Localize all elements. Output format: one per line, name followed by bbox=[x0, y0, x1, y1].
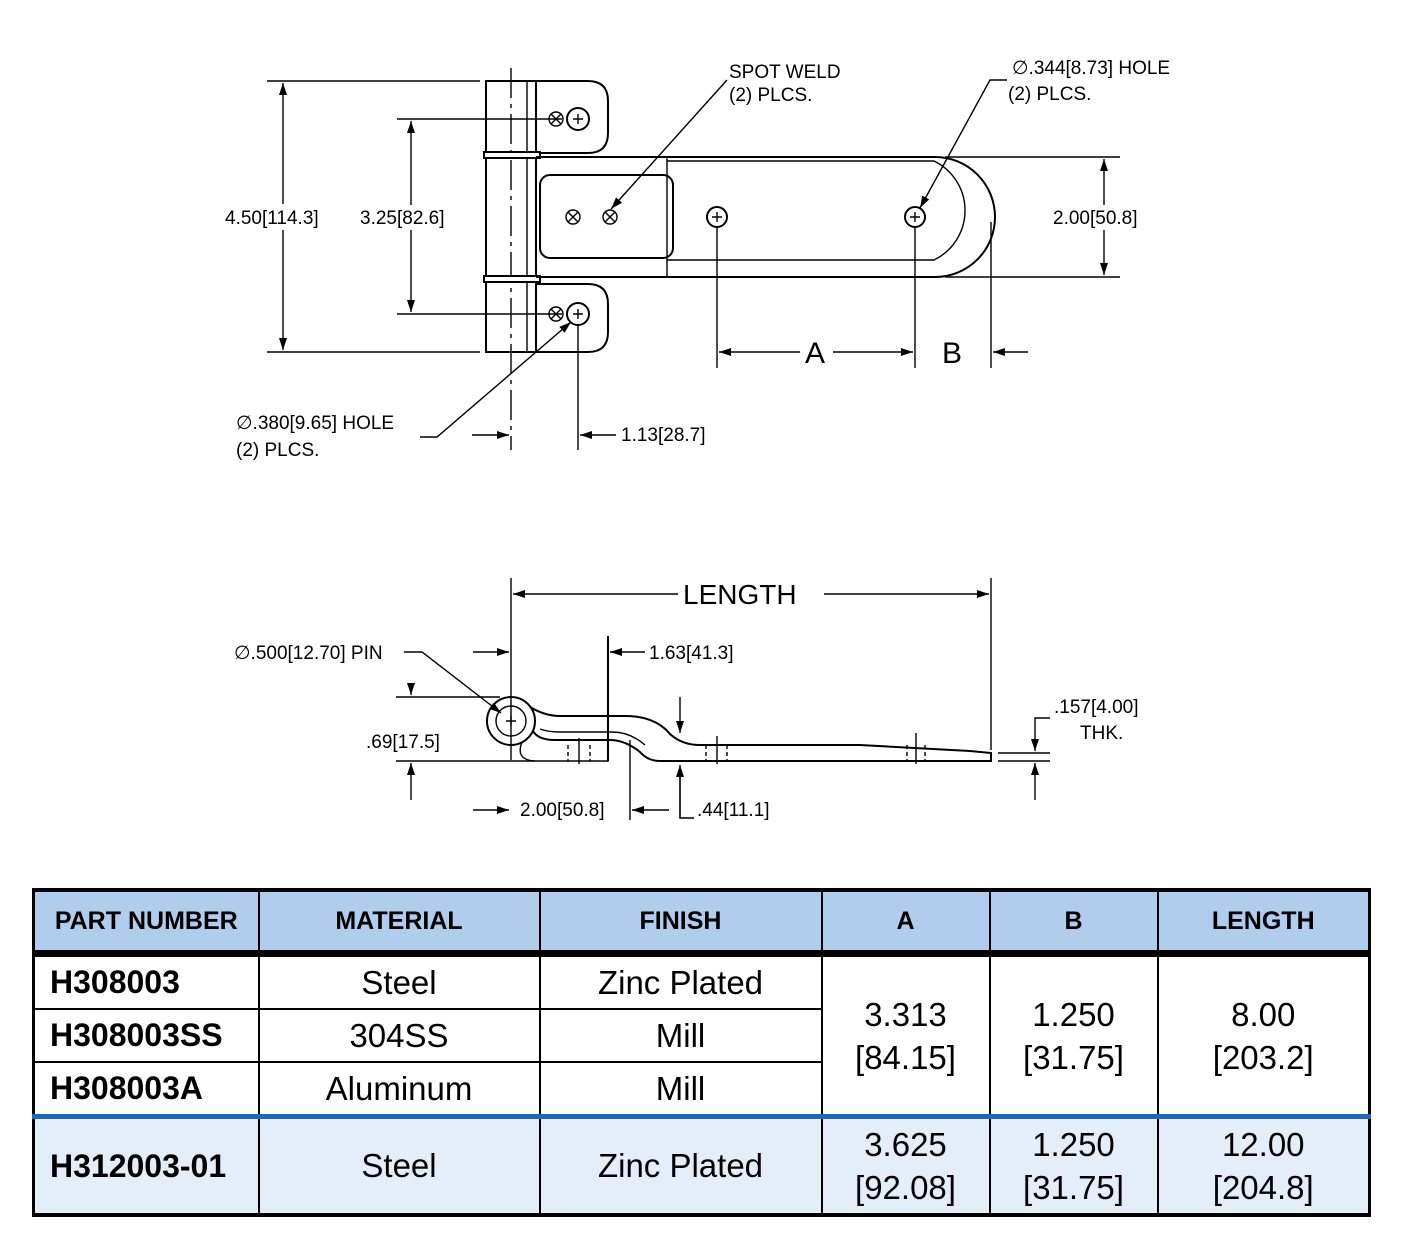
a-mm: [92.08] bbox=[855, 1169, 956, 1206]
leaf-profile bbox=[529, 706, 992, 762]
header-a: A bbox=[820, 889, 991, 955]
dim-overall-height: 4.50[114.3] bbox=[225, 208, 319, 229]
b-cell: 1.250 [31.75] bbox=[988, 1115, 1159, 1216]
dim-a-label: A bbox=[805, 337, 825, 370]
dim-width: 2.00[50.8] bbox=[1053, 208, 1138, 229]
dim-hole-spacing: 3.25[82.6] bbox=[360, 208, 445, 229]
dim-200-side: 2.00[50.8] bbox=[520, 800, 605, 821]
spec-table: PART NUMBER MATERIAL FINISH A B LENGTH H… bbox=[32, 888, 1371, 1217]
hinge-drawing: 4.50[114.3] 3.25[82.6] 2.00[50.8] 1.13[2… bbox=[225, 58, 1170, 821]
dim-163: 1.63[41.3] bbox=[649, 643, 734, 664]
dim-hole-offset: 1.13[28.7] bbox=[621, 425, 706, 446]
finish-cell: Zinc Plated bbox=[538, 1115, 823, 1216]
length-inch: 12.00 bbox=[1221, 1126, 1305, 1163]
a-cell: 3.625 [92.08] bbox=[820, 1115, 991, 1216]
hole-380-count: (2) PLCS. bbox=[236, 440, 319, 461]
spot-weld-label: SPOT WELD bbox=[729, 62, 841, 83]
table-row: H308003A Aluminum Mill bbox=[32, 1061, 1370, 1118]
top-view: 4.50[114.3] 3.25[82.6] 2.00[50.8] 1.13[2… bbox=[225, 58, 1170, 461]
header-b: B bbox=[988, 889, 1159, 955]
part-number-cell: H308003 bbox=[32, 952, 260, 1010]
header-length: LENGTH bbox=[1156, 889, 1371, 955]
table-row: H308003 Steel Zinc Plated 3.313 [84.15] 1… bbox=[32, 952, 1371, 1118]
header-finish: FINISH bbox=[538, 889, 823, 955]
dim-069: .69[17.5] bbox=[366, 732, 440, 753]
a-mm: [84.15] bbox=[855, 1038, 956, 1076]
table-header-row: PART NUMBER MATERIAL FINISH A B LENGTH bbox=[32, 889, 1371, 955]
part-number-cell: H308003SS bbox=[32, 1008, 260, 1063]
table-row: H312003-01 Steel Zinc Plated 3.625 [92.08… bbox=[32, 1115, 1371, 1216]
hole-344-label: ∅.344[8.73] HOLE bbox=[1012, 58, 1170, 79]
thickness-label: .157[4.00] bbox=[1054, 697, 1139, 718]
hole-380-label: ∅.380[9.65] HOLE bbox=[236, 413, 394, 434]
finish-cell: Zinc Plated bbox=[538, 952, 823, 1010]
ear-hole-lower bbox=[566, 302, 590, 326]
header-part-number: PART NUMBER bbox=[32, 889, 260, 955]
b-inch: 1.250 bbox=[1032, 1126, 1115, 1163]
thickness-thk: THK. bbox=[1080, 723, 1123, 744]
length-inch: 8.00 bbox=[1231, 995, 1296, 1033]
length-label: LENGTH bbox=[683, 579, 797, 610]
lower-ear bbox=[536, 283, 609, 353]
material-cell: Steel bbox=[257, 1115, 541, 1216]
length-cell: 12.00 [204.8] bbox=[1156, 1115, 1371, 1216]
dim-044: .44[11.1] bbox=[697, 800, 770, 821]
table-row: H308003SS 304SS Mill bbox=[32, 1008, 1370, 1063]
a-inch: 3.625 bbox=[864, 1126, 947, 1163]
pin-label: ∅.500[12.70] PIN bbox=[234, 643, 383, 664]
finish-cell: Mill bbox=[538, 1008, 823, 1063]
a-cell: 3.313 [84.15] bbox=[820, 952, 991, 1118]
length-mm: [204.8] bbox=[1212, 1169, 1314, 1206]
strap-hole-1 bbox=[706, 206, 728, 228]
b-inch: 1.250 bbox=[1032, 995, 1115, 1033]
b-cell: 1.250 [31.75] bbox=[988, 952, 1159, 1118]
length-cell: 8.00 [203.2] bbox=[1156, 952, 1371, 1118]
side-view: LENGTH ∅.500[12.70] PIN 1.63[41.3] .69[1… bbox=[234, 578, 1139, 821]
b-mm: [31.75] bbox=[1023, 1169, 1124, 1206]
hinge-leaf bbox=[536, 156, 996, 278]
upper-ear bbox=[536, 80, 609, 154]
ear-hole-upper bbox=[566, 107, 590, 131]
material-cell: 304SS bbox=[257, 1008, 541, 1063]
b-mm: [31.75] bbox=[1023, 1038, 1124, 1076]
hole-344-count: (2) PLCS. bbox=[1008, 84, 1091, 105]
strap-hole-2 bbox=[904, 206, 926, 228]
material-cell: Steel bbox=[257, 952, 541, 1010]
a-inch: 3.313 bbox=[864, 995, 947, 1033]
part-number-cell: H308003A bbox=[32, 1061, 260, 1118]
material-cell: Aluminum bbox=[257, 1061, 541, 1118]
length-mm: [203.2] bbox=[1212, 1038, 1314, 1076]
finish-cell: Mill bbox=[538, 1061, 823, 1118]
spot-weld-count: (2) PLCS. bbox=[729, 85, 812, 106]
part-number-cell: H312003-01 bbox=[32, 1115, 260, 1216]
dim-b-label: B bbox=[942, 337, 962, 370]
header-material: MATERIAL bbox=[257, 889, 541, 955]
inner-plate bbox=[539, 174, 674, 259]
